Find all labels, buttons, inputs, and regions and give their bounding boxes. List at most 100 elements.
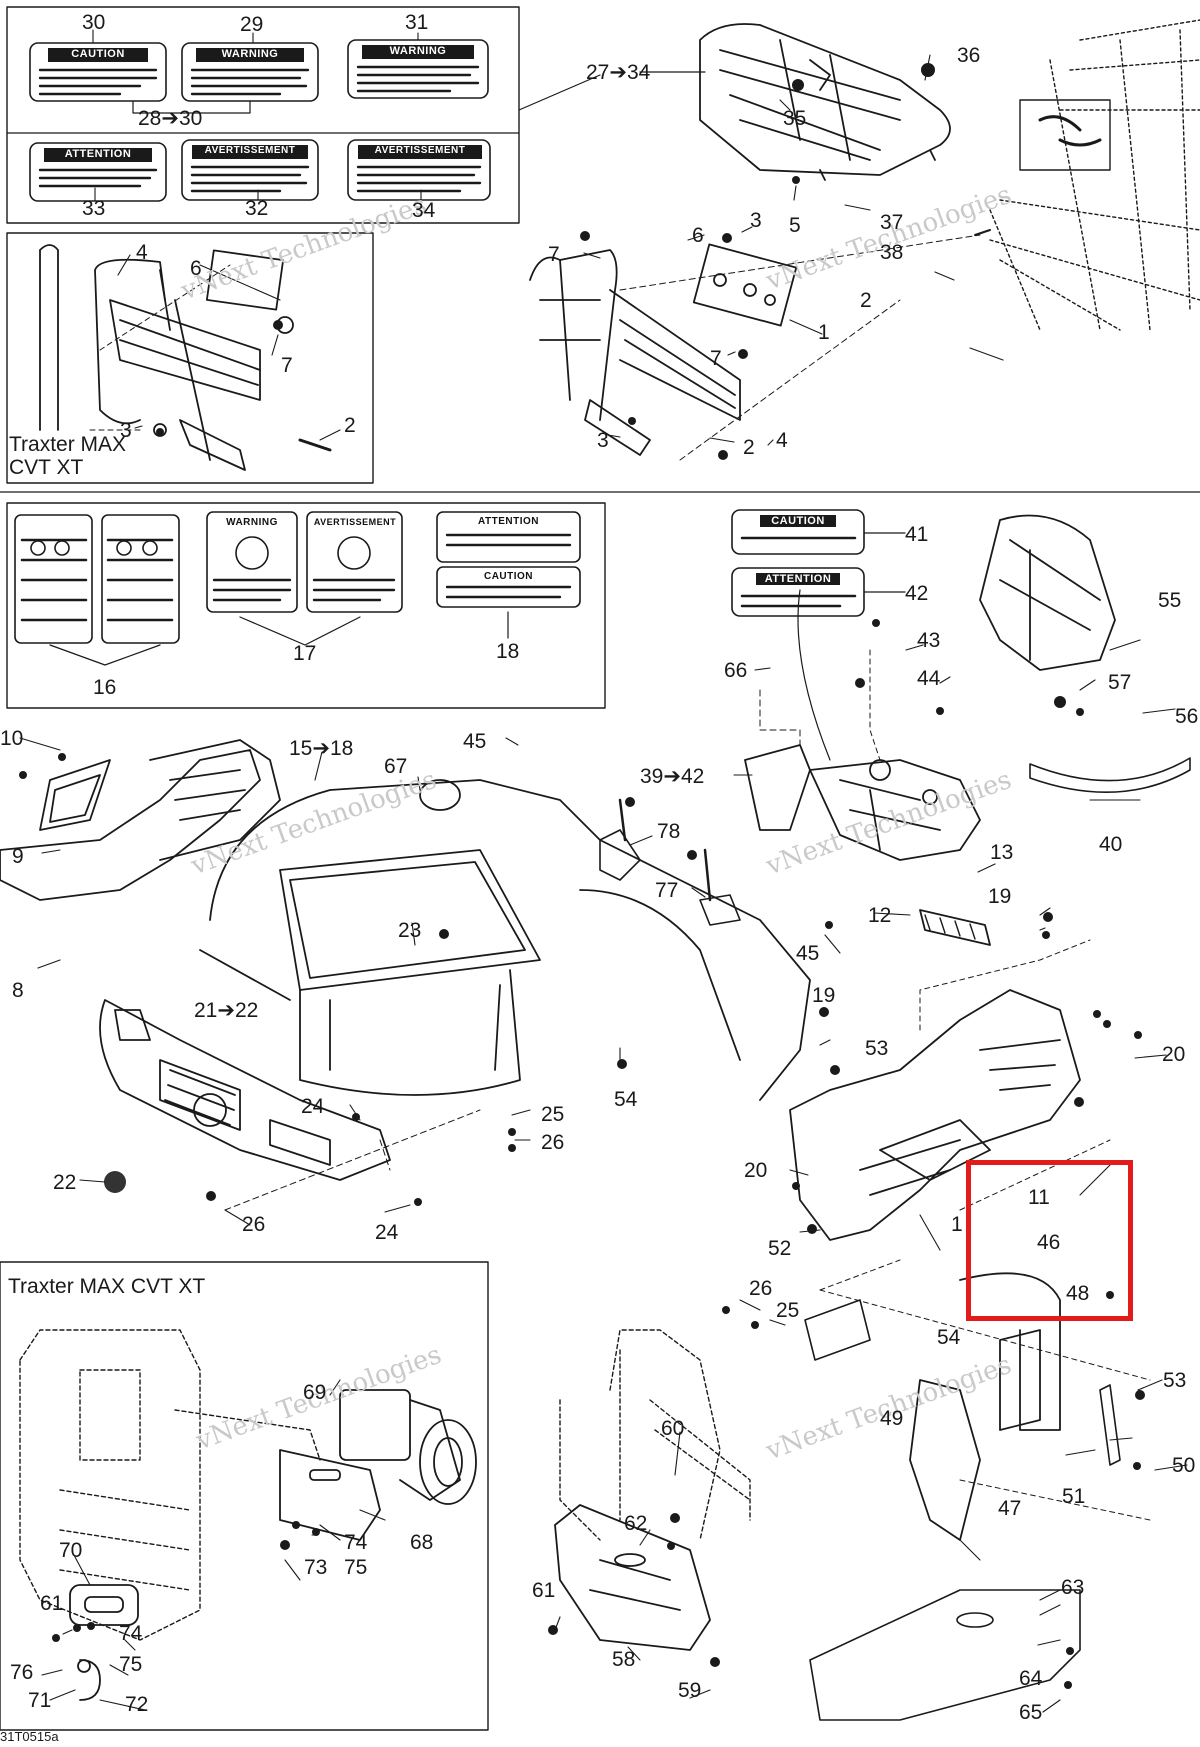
front-bumper xyxy=(529,243,798,456)
inset-box-bottom xyxy=(0,1261,489,1731)
callout-20: 20 xyxy=(744,1159,768,1182)
callout-19: 19 xyxy=(988,885,1012,908)
callout-15-18: 15➔18 xyxy=(289,737,354,760)
decal-warning-17: WARNING xyxy=(226,517,278,528)
model-label-top: Traxter MAX CVT XT xyxy=(9,433,127,480)
callout-70: 70 xyxy=(59,1539,83,1562)
callout-44: 44 xyxy=(917,667,941,690)
skid-plate-58 xyxy=(554,1504,711,1651)
callout-75: 75 xyxy=(344,1556,368,1579)
callout-25: 25 xyxy=(776,1299,800,1322)
callout-7: 7 xyxy=(710,347,722,370)
callout-26: 26 xyxy=(749,1277,773,1300)
callout-18: 18 xyxy=(496,640,520,663)
callout-67: 67 xyxy=(384,755,408,778)
highlight-box xyxy=(966,1160,1133,1321)
callout-55: 55 xyxy=(1158,589,1182,612)
callout-19: 19 xyxy=(812,984,836,1007)
callout-2: 2 xyxy=(344,414,356,437)
decal-32 xyxy=(181,139,319,201)
callout-4: 4 xyxy=(776,429,788,452)
callout-7: 7 xyxy=(548,243,560,266)
callout-54: 54 xyxy=(614,1088,638,1111)
callout-29: 29 xyxy=(240,13,264,36)
decal-34 xyxy=(347,139,491,201)
callout-72: 72 xyxy=(125,1693,149,1716)
callout-3: 3 xyxy=(597,429,609,452)
callout-28-30: 28➔30 xyxy=(138,107,203,130)
callout-52: 52 xyxy=(768,1237,792,1260)
callout-77: 77 xyxy=(655,879,679,902)
callout-32: 32 xyxy=(245,197,269,220)
fasteners xyxy=(19,63,1145,1689)
bracket-77 xyxy=(699,848,741,926)
inset-box-top xyxy=(6,232,374,484)
decal-caution-41: CAUTION xyxy=(771,515,825,527)
skid-plate-63 xyxy=(809,1589,1081,1721)
emblem-22 xyxy=(104,1171,126,1193)
bracket-78 xyxy=(599,798,641,881)
callout-3: 3 xyxy=(750,209,762,232)
callout-49: 49 xyxy=(880,1407,904,1430)
callout-36: 36 xyxy=(957,44,981,67)
trim-40 xyxy=(1029,757,1191,794)
fairlead-70 xyxy=(69,1584,139,1626)
callout-8: 8 xyxy=(12,979,24,1002)
callout-26: 26 xyxy=(242,1213,266,1236)
callout-35: 35 xyxy=(783,107,807,130)
callout-62: 62 xyxy=(624,1512,648,1535)
decal-avertissement-32: AVERTISSEMENT xyxy=(204,145,296,156)
callout-1: 1 xyxy=(818,321,830,344)
callout-58: 58 xyxy=(612,1648,636,1671)
callout-34: 34 xyxy=(412,199,436,222)
callout-17: 17 xyxy=(293,642,317,665)
callout-31: 31 xyxy=(405,11,429,34)
decal-attention-42: ATTENTION xyxy=(764,573,832,585)
callout-23: 23 xyxy=(398,919,422,942)
callout-21-22: 21➔22 xyxy=(194,999,259,1022)
callout-20: 20 xyxy=(1162,1043,1186,1066)
decal-caution-30: CAUTION xyxy=(71,48,125,60)
fender-part-55 xyxy=(979,514,1116,671)
callout-61: 61 xyxy=(532,1579,556,1602)
callout-39-42: 39➔42 xyxy=(640,765,705,788)
callout-24: 24 xyxy=(301,1095,325,1118)
front-fascia-21 xyxy=(99,999,391,1181)
callout-41: 41 xyxy=(905,523,929,546)
decal-avertissement-17: AVERTISSEMENT xyxy=(313,517,397,527)
callout-50: 50 xyxy=(1172,1454,1196,1477)
callout-24: 24 xyxy=(375,1221,399,1244)
footrest-12 xyxy=(919,909,991,946)
callout-56: 56 xyxy=(1175,705,1199,728)
callout-69: 69 xyxy=(303,1381,327,1404)
bumper-winch-inset xyxy=(19,1329,321,1641)
callout-51: 51 xyxy=(1062,1485,1086,1508)
callout-76: 76 xyxy=(10,1661,34,1684)
decal-30 xyxy=(29,42,167,102)
callout-2: 2 xyxy=(860,289,872,312)
callout-78: 78 xyxy=(657,820,681,843)
front-bumper-inset xyxy=(39,244,332,471)
callout-53: 53 xyxy=(1163,1369,1187,1392)
callout-25: 25 xyxy=(541,1103,565,1126)
rear-rack xyxy=(699,23,951,181)
callout-66: 66 xyxy=(724,659,748,682)
bracket-51 xyxy=(1099,1384,1121,1466)
callout-42: 42 xyxy=(905,582,929,605)
decal-16 xyxy=(14,514,180,644)
callout-54: 54 xyxy=(937,1326,961,1349)
side-panel-left xyxy=(0,739,281,901)
decal-attention-18: ATTENTION xyxy=(478,516,539,527)
decal-warning-29: WARNING xyxy=(221,48,279,60)
front-rack-lower xyxy=(559,1329,751,1541)
callout-43: 43 xyxy=(917,629,941,652)
model-label-bottom: Traxter MAX CVT XT xyxy=(8,1275,206,1298)
winch-69 xyxy=(339,1389,477,1505)
decal-33 xyxy=(29,142,167,202)
mud-guard-46 xyxy=(959,1272,1061,1431)
decal-17 xyxy=(206,511,403,613)
console-39 xyxy=(744,744,981,861)
callout-73: 73 xyxy=(304,1556,328,1579)
callout-3: 3 xyxy=(120,419,132,442)
callout-45: 45 xyxy=(796,942,820,965)
